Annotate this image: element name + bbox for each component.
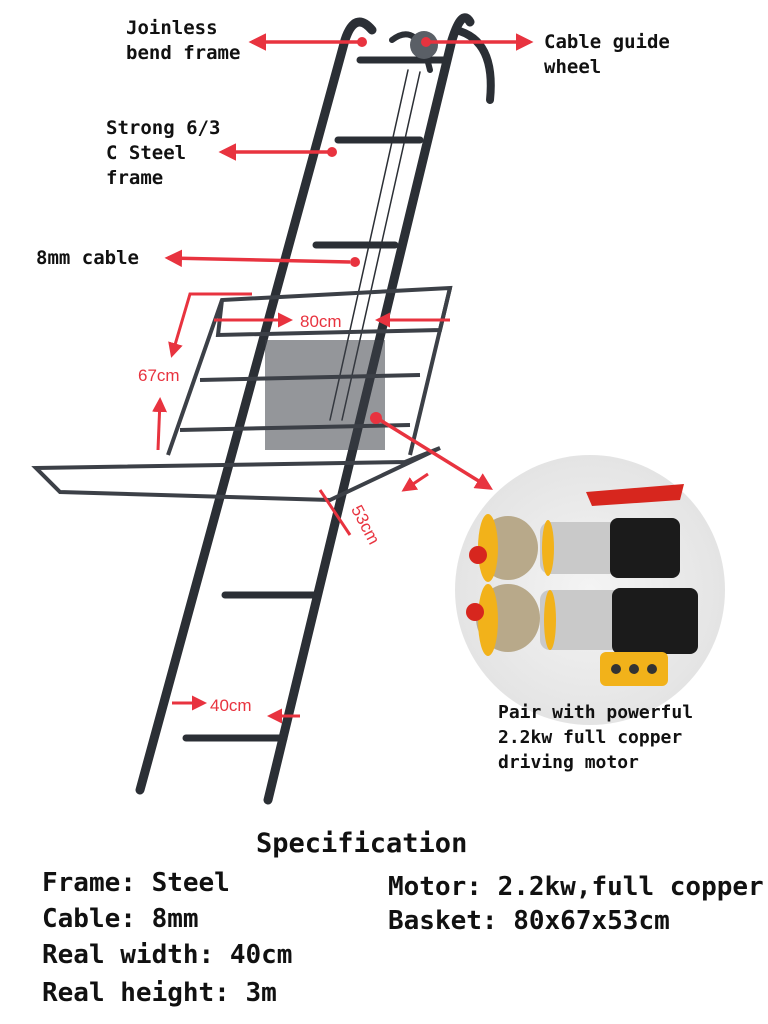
motor-image xyxy=(455,455,725,725)
spec-basket: Basket: 80x67x53cm xyxy=(388,906,670,936)
spec-motor: Motor: 2.2kw,full copper xyxy=(388,872,764,902)
spec-cable: Cable: 8mm xyxy=(42,904,199,934)
spec-real-height: Real height: 3m xyxy=(42,978,277,1008)
ladder-frame xyxy=(135,13,495,805)
spec-frame: Frame: Steel xyxy=(42,868,230,898)
dimension-lines xyxy=(152,292,450,724)
label-8mm-cable: 8mm cable xyxy=(36,247,139,269)
label-motor: Pair with powerful 2.2kw full copper dri… xyxy=(498,702,694,773)
label-cable-guide-wheel: Cable guide wheel xyxy=(544,31,670,78)
spec-real-width: Real width: 40cm xyxy=(42,940,293,970)
label-steel-frame: Strong 6/3 C Steel frame xyxy=(106,117,221,189)
dim-80cm: 80cm xyxy=(300,312,342,331)
dim-40cm: 40cm xyxy=(210,696,252,715)
dim-67cm: 67cm xyxy=(138,366,180,385)
specification-title: Specification xyxy=(256,828,468,859)
label-joinless-bend-frame: Joinless bend frame xyxy=(126,17,241,64)
basket xyxy=(31,285,453,503)
callout-arrows xyxy=(164,33,534,490)
